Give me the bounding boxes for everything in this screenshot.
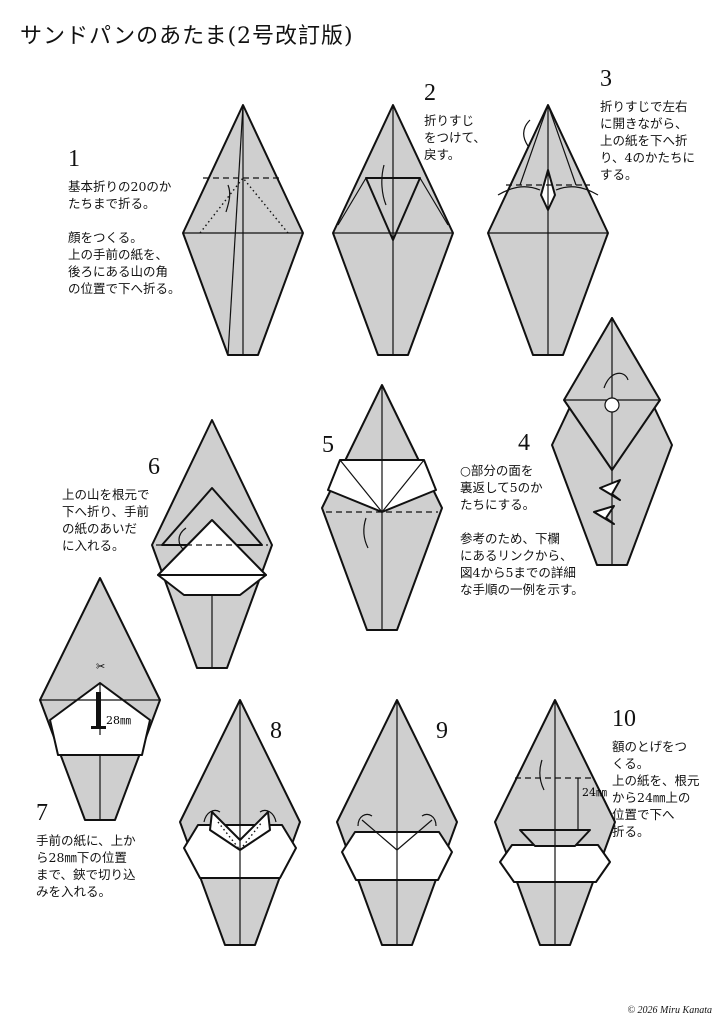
figure-10: 24㎜ (494, 699, 616, 946)
step-10-text: 額のとげをつ くる。 上の紙を、根元 から24㎜上の 位置で下へ 折る。 (612, 739, 700, 839)
step-5-number: 5 (322, 432, 334, 458)
step-4-number: 4 (518, 430, 530, 456)
figure-2 (332, 104, 454, 356)
figure-7: ✂ 28㎜ (39, 577, 161, 821)
step-1-text: 基本折りの20のか たちまで折る。 顔をつくる。 上の手前の紙を、 後ろにある山… (68, 179, 181, 296)
figure-5 (321, 384, 443, 631)
step-7-number: 7 (36, 800, 48, 826)
figure-3 (487, 104, 609, 356)
measure-28mm: 28㎜ (106, 714, 131, 727)
figure-6 (151, 419, 273, 669)
copyright: © 2026 Miru Kanata (627, 1005, 712, 1016)
figure-9 (336, 699, 458, 946)
step-6-number: 6 (148, 454, 160, 480)
figure-4 (551, 317, 673, 566)
step-9-number: 9 (436, 718, 448, 744)
step-3-number: 3 (600, 66, 612, 92)
step-6-text: 上の山を根元で 下へ折り、手前 の紙のあいだ に入れる。 (62, 487, 150, 553)
step-2-number: 2 (424, 80, 436, 106)
measure-24mm: 24㎜ (582, 786, 607, 799)
page-title: サンドパンのあたま(2号改訂版) (20, 24, 354, 49)
svg-text:✂: ✂ (96, 660, 105, 673)
step-3-text: 折りすじで左右 に開きながら、 上の紙を下へ折 り、4のかたちに する。 (600, 99, 695, 182)
step-4-text: ○部分の面を 裏返して5のか たちにする。 参考のため、下欄 にあるリンクから、… (460, 463, 584, 597)
step-2-text: 折りすじ をつけて、 戻す。 (424, 113, 486, 162)
figure-8 (179, 699, 301, 946)
step-10-number: 10 (612, 706, 636, 732)
step-1-number: 1 (68, 146, 80, 172)
step-8-number: 8 (270, 718, 282, 744)
figure-1 (182, 104, 304, 356)
step-7-text: 手前の紙に、上か ら28㎜下の位置 まで、鋏で切り込 みを入れる。 (36, 833, 136, 899)
